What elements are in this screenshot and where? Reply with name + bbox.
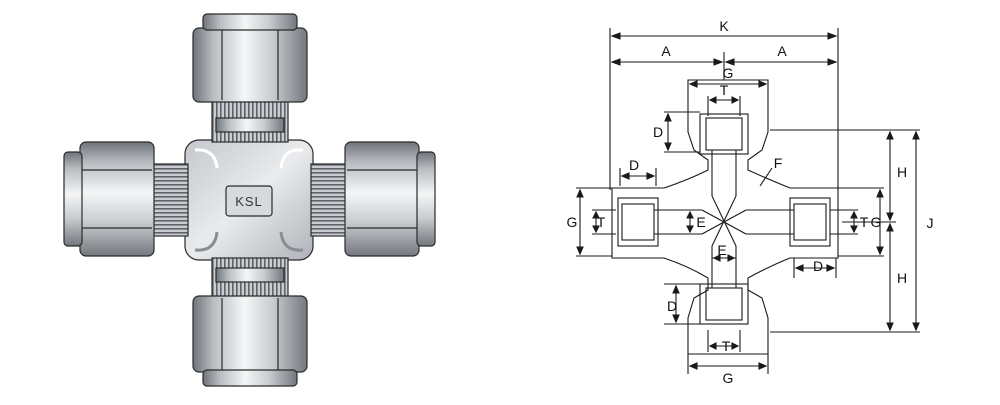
label-T-left: T (597, 214, 606, 230)
top-fitting-detail (699, 113, 749, 196)
label-A-right: A (777, 43, 787, 59)
label-H-bottom: H (897, 270, 907, 286)
bottom-fitting-detail (699, 246, 749, 325)
label-K: K (719, 18, 729, 34)
label-T-right: T (860, 214, 869, 230)
label-A-left: A (661, 43, 671, 59)
label-D-top: D (653, 124, 663, 140)
label-T-top: T (720, 82, 729, 98)
bottom-nut-assembly (192, 257, 308, 387)
label-G-bottom: G (723, 370, 734, 386)
drawing-body-outline (611, 79, 839, 355)
label-E-horizontal: E (696, 214, 705, 230)
label-E-vertical: E (717, 242, 726, 258)
dimension-labels: K A A G T D D F H J G T E T G E D H D T … (567, 18, 934, 386)
label-G-left: G (567, 214, 578, 230)
brand-plate (225, 185, 273, 217)
right-nut-assembly (310, 141, 436, 257)
left-nut-assembly (63, 141, 189, 257)
label-G-right: G (871, 214, 882, 230)
label-J: J (927, 215, 934, 231)
label-D-bottom: D (667, 298, 677, 314)
technical-drawing (576, 28, 920, 374)
cross-body: KSL (184, 139, 314, 261)
label-H-top: H (897, 164, 907, 180)
label-F: F (774, 155, 783, 171)
label-T-bottom: T (722, 338, 731, 354)
label-D-left: D (629, 157, 639, 173)
right-fitting-detail (746, 197, 831, 247)
left-fitting-detail (617, 197, 702, 247)
label-D-right: D (813, 258, 823, 274)
brand-label: KSL (235, 194, 263, 209)
product-illustration: KSL (63, 13, 436, 387)
top-nut-assembly (192, 13, 308, 143)
label-G-top: G (723, 65, 734, 81)
